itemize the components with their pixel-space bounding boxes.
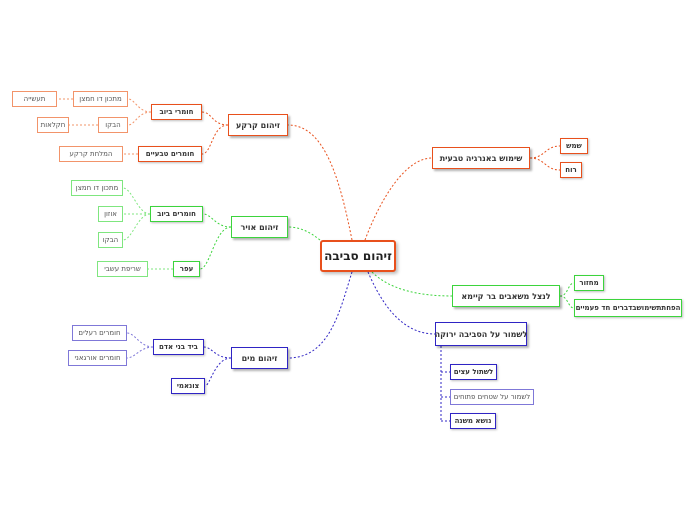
- leaf-air-ozone[interactable]: אוזון: [98, 206, 123, 222]
- subtopic-air-chemical[interactable]: חומרים ביוב: [150, 206, 203, 222]
- subtopic-wind[interactable]: רוח: [560, 162, 582, 178]
- subtopic-soil-natural[interactable]: חומרים טבעיים: [138, 146, 202, 162]
- subtopic-secondary-topic[interactable]: נושא משנה: [450, 413, 496, 429]
- topic-sustainable-resources[interactable]: לנצל משאבים בר קיימא: [452, 285, 560, 307]
- subtopic-recycle[interactable]: מחזור: [574, 275, 604, 291]
- leaf-soil-salination[interactable]: המלחת קרקע: [59, 146, 123, 162]
- leaf-soil-industry[interactable]: תעשייה: [12, 91, 57, 107]
- subtopic-open-areas[interactable]: לשמור על שטחים פתוחים: [450, 389, 534, 405]
- leaf-water-organic[interactable]: חומרים אורגאני: [68, 350, 127, 366]
- topic-natural-energy[interactable]: שימוש באנרגיה טבעית: [432, 147, 530, 169]
- leaf-soil-chemical-2[interactable]: הבקו: [98, 117, 128, 133]
- subtopic-reduce-disposables[interactable]: הפחתתשימושבדברים חד פעמיים: [574, 299, 682, 317]
- central-topic[interactable]: זיהום סביבה: [320, 240, 396, 272]
- subtopic-soil-chemical[interactable]: חומרי ביוב: [151, 104, 202, 120]
- leaf-soil-agriculture[interactable]: חקלאות: [37, 117, 69, 133]
- subtopic-plant-trees[interactable]: לשתול עצים: [450, 364, 497, 380]
- leaf-soil-chemical-1[interactable]: מתכון דו חמצן: [73, 91, 128, 107]
- subtopic-water-human[interactable]: ביד בני אדם: [153, 339, 204, 355]
- leaf-air-burning[interactable]: שריפת עשבי: [97, 261, 148, 277]
- subtopic-air-dust[interactable]: עפר: [173, 261, 200, 277]
- topic-air-pollution[interactable]: זיהום אויר: [231, 216, 288, 238]
- leaf-water-toxic[interactable]: חומרים רעלים: [72, 325, 127, 341]
- topic-keep-green[interactable]: לשמור על הסביבה ירוקה: [435, 322, 527, 346]
- leaf-air-1[interactable]: מתכון דו חמצן: [71, 180, 123, 196]
- topic-water-pollution[interactable]: זיהום מים: [231, 347, 288, 369]
- leaf-air-3[interactable]: הבקו: [98, 232, 123, 248]
- subtopic-sun[interactable]: שמש: [560, 138, 588, 154]
- subtopic-tsunami[interactable]: צונאמי: [171, 378, 205, 394]
- topic-soil-pollution[interactable]: זיהום קרקע: [228, 114, 288, 136]
